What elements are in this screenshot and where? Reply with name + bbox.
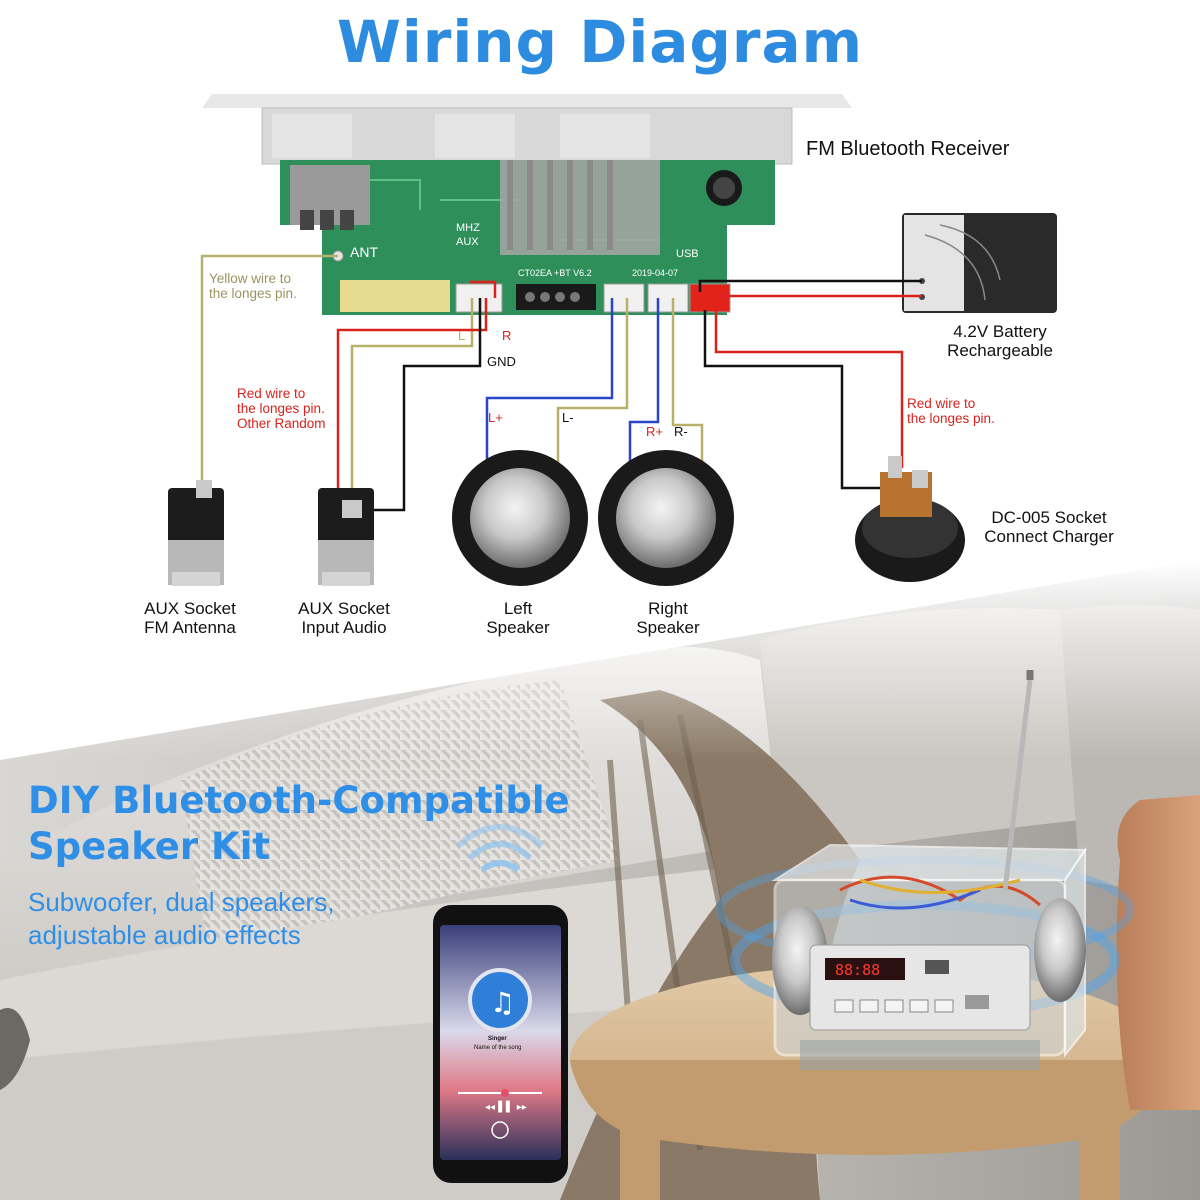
speaker-kit-box: 88:88	[716, 670, 1134, 1070]
dc-socket	[855, 456, 965, 582]
board-aux: AUX	[456, 236, 479, 248]
aux-socket-input	[318, 488, 374, 586]
board-date: 2019-04-07	[632, 268, 679, 278]
wires	[200, 254, 922, 512]
pin-r: R	[502, 328, 512, 343]
left-speaker	[452, 450, 588, 586]
phone-song: Name of the song	[474, 1045, 522, 1051]
page-title: Wiring Diagram	[336, 8, 864, 76]
svg-text:88:88: 88:88	[835, 961, 880, 979]
board-mhz: MHZ	[456, 222, 480, 234]
smartphone: ♫ ◂◂ ▌▌ ▸▸	[433, 824, 568, 1183]
phone-singer: Singer	[488, 1036, 507, 1042]
pin-l: L	[458, 328, 466, 343]
receiver-faceplate	[202, 94, 852, 165]
board-ant: ANT	[350, 244, 378, 260]
pin-r-plus: R+	[646, 424, 663, 439]
right-speaker	[598, 450, 734, 586]
battery	[902, 213, 1057, 313]
svg-text:◂◂ ▌▌ ▸▸: ◂◂ ▌▌ ▸▸	[485, 1100, 527, 1113]
svg-text:♫: ♫	[490, 986, 515, 1019]
pin-r-minus: R-	[674, 424, 688, 439]
board-model: CT02EA +BT V6.2	[518, 268, 592, 278]
pin-l-minus: L-	[562, 410, 574, 425]
receiver-pcb	[280, 160, 775, 315]
receiver-label: FM Bluetooth Receiver	[806, 138, 1010, 160]
pin-gnd: GND	[487, 354, 516, 369]
pin-l-plus: L+	[488, 410, 503, 425]
aux-socket-antenna	[168, 480, 224, 586]
board-usb: USB	[676, 248, 699, 260]
promo-subtitle: Subwoofer, dual speakers,adjustable audi…	[28, 887, 335, 950]
